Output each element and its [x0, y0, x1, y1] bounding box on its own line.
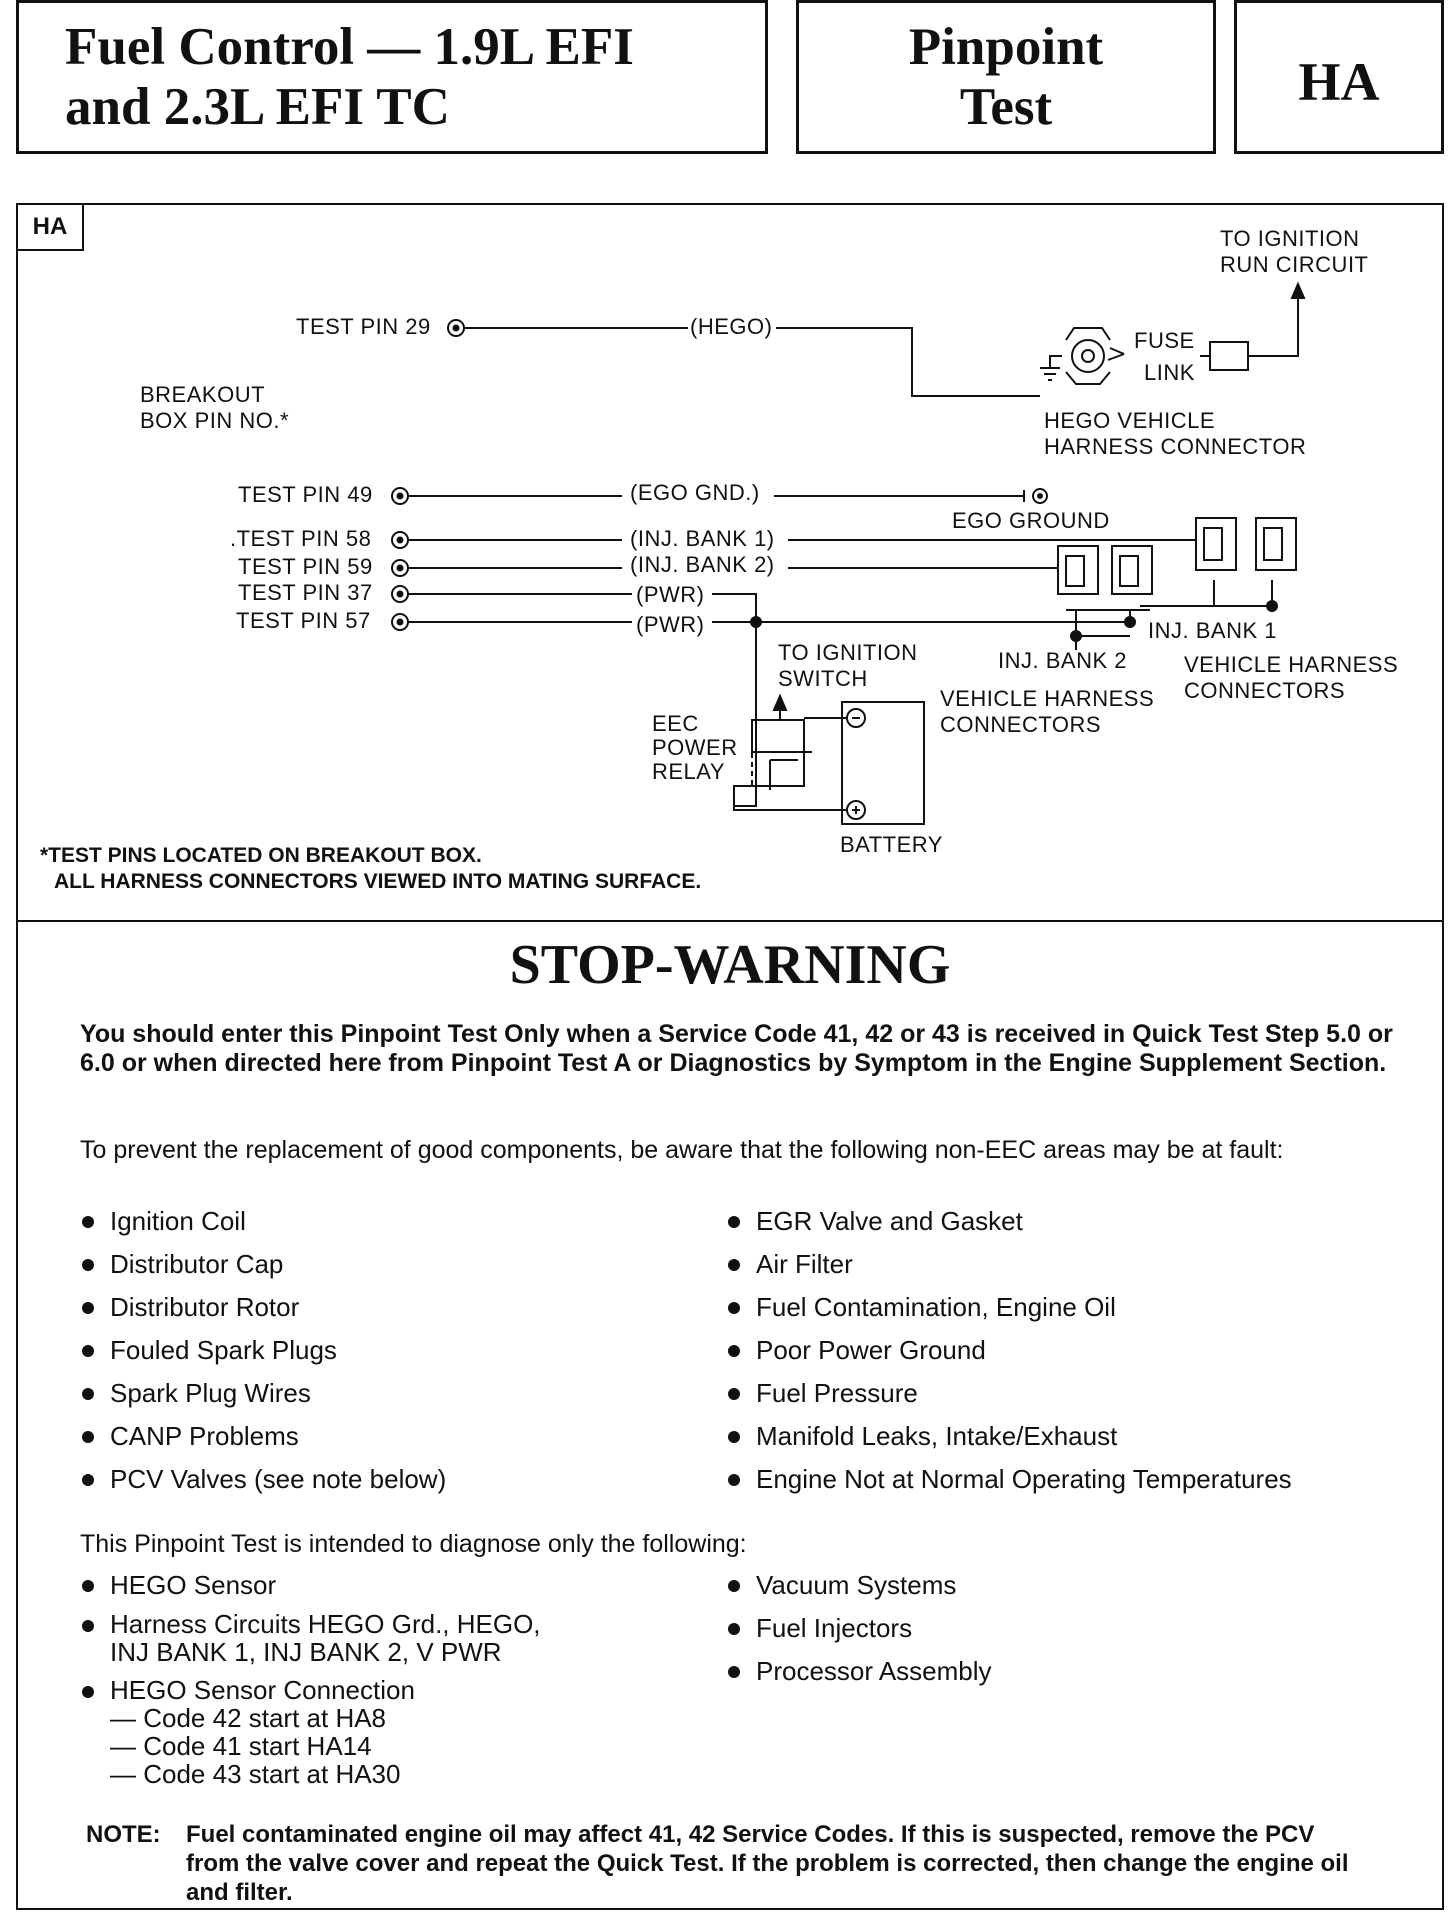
list-item: Fuel Pressure — [726, 1378, 1292, 1421]
ego-ground-label: EGO GROUND — [952, 508, 1110, 533]
list-item: EGR Valve and Gasket — [726, 1206, 1292, 1249]
list-item: Fuel Contamination, Engine Oil — [726, 1292, 1292, 1335]
test-pin-terminals — [391, 319, 465, 631]
inj-bank2-label: INJ. BANK 2 — [998, 648, 1127, 673]
diagram-tag: HA — [18, 205, 84, 251]
list-item-line: Harness Circuits HEGO Grd., HEGO, — [110, 1609, 541, 1639]
page-title: Fuel Control — 1.9L EFI and 2.3L EFI TC — [65, 17, 634, 137]
list-item: Engine Not at Normal Operating Temperatu… — [726, 1464, 1292, 1507]
main-frame — [16, 203, 1444, 1910]
prevent-intro-text: To prevent the replacement of good compo… — [80, 1136, 1284, 1164]
test-pin-59-label: TEST PIN 59 — [238, 554, 373, 579]
list-item: Fuel Injectors — [726, 1613, 992, 1656]
hego-circuit-label: (HEGO) — [690, 314, 773, 339]
list-item-subline: — Code 43 start at HA30 — [110, 1759, 401, 1789]
fuse-label: FUSE — [1134, 328, 1195, 353]
footnote-connectors: ALL HARNESS CONNECTORS VIEWED INTO MATIN… — [54, 870, 702, 893]
test-type: Pinpoint Test — [799, 17, 1213, 137]
non-eec-list-right: EGR Valve and Gasket Air Filter Fuel Con… — [726, 1206, 1292, 1507]
diagnose-list-right: Vacuum Systems Fuel Injectors Processor … — [726, 1570, 992, 1699]
list-item: Processor Assembly — [726, 1656, 992, 1699]
test-type-box: Pinpoint Test — [796, 0, 1216, 154]
list-item: PCV Valves (see note below) — [80, 1464, 446, 1507]
title-box: Fuel Control — 1.9L EFI and 2.3L EFI TC — [16, 0, 768, 154]
hego-wire — [464, 327, 1040, 397]
list-item-line: HEGO Sensor Connection — [110, 1675, 415, 1705]
list-item: Harness Circuits HEGO Grd., HEGO, INJ BA… — [80, 1610, 541, 1666]
non-eec-list-left: Ignition Coil Distributor Cap Distributo… — [80, 1206, 446, 1507]
test-code-box: HA — [1234, 0, 1444, 154]
hego-connector-symbol — [1040, 327, 1111, 385]
footnote-test-pins: *TEST PINS LOCATED ON BREAKOUT BOX. — [40, 844, 482, 867]
fuse-link-wire — [1107, 286, 1299, 371]
list-item: Manifold Leaks, Intake/Exhaust — [726, 1421, 1292, 1464]
test-pin-29-label: TEST PIN 29 — [296, 314, 431, 339]
list-item-subline: — Code 42 start at HA8 — [110, 1703, 387, 1733]
pwr-57-circuit-label: (PWR) — [636, 612, 705, 637]
list-item-line: INJ BANK 1, INJ BANK 2, V PWR — [110, 1637, 502, 1667]
list-item: Vacuum Systems — [726, 1570, 992, 1613]
list-item: Distributor Cap — [80, 1249, 446, 1292]
pwr-37-circuit-label: (PWR) — [636, 582, 705, 607]
list-item: HEGO Sensor Connection — Code 42 start a… — [80, 1676, 541, 1788]
test-type-line-1: Pinpoint — [908, 18, 1104, 76]
list-item: Spark Plug Wires — [80, 1378, 446, 1421]
wiring-diagram — [391, 281, 1306, 825]
list-item: HEGO Sensor — [80, 1570, 541, 1600]
link-label: LINK — [1144, 360, 1195, 385]
diagnose-intro-text: This Pinpoint Test is intended to diagno… — [80, 1530, 747, 1558]
list-item: CANP Problems — [80, 1421, 446, 1464]
test-pin-58-label: .TEST PIN 58 — [230, 526, 372, 551]
test-pin-49-label: TEST PIN 49 — [238, 482, 373, 507]
inj-bank1-circuit-label: (INJ. BANK 1) — [630, 526, 775, 551]
test-pin-37-label: TEST PIN 37 — [238, 580, 373, 605]
list-item: Air Filter — [726, 1249, 1292, 1292]
entry-condition-text: You should enter this Pinpoint Test Only… — [80, 1020, 1393, 1077]
test-code: HA — [1298, 52, 1380, 112]
stop-warning-title: STOP-WARNING — [509, 934, 951, 996]
pwr-37-wire — [408, 593, 757, 622]
list-item: Fouled Spark Plugs — [80, 1335, 446, 1378]
inj-bank2-circuit-label: (INJ. BANK 2) — [630, 552, 775, 577]
test-type-line-2: Test — [959, 78, 1053, 136]
battery-label: BATTERY — [840, 832, 943, 857]
title-line-2: and 2.3L EFI TC — [65, 78, 450, 136]
section-divider — [16, 920, 1444, 922]
list-item-subline: — Code 41 start HA14 — [110, 1731, 372, 1761]
list-item: Distributor Rotor — [80, 1292, 446, 1335]
ego-gnd-circuit-label: (EGO GND.) — [630, 480, 760, 505]
inj-bank1-label: INJ. BANK 1 — [1148, 618, 1277, 643]
title-line-1: Fuel Control — 1.9L EFI — [65, 18, 634, 76]
list-item: Poor Power Ground — [726, 1335, 1292, 1378]
diagnose-list-left: HEGO Sensor Harness Circuits HEGO Grd., … — [80, 1570, 541, 1798]
battery-symbol — [841, 701, 925, 825]
test-pin-57-label: TEST PIN 57 — [236, 608, 371, 633]
list-item: Ignition Coil — [80, 1206, 446, 1249]
note-label: NOTE: — [86, 1821, 161, 1848]
eec-power-relay — [751, 719, 805, 787]
note-text: Fuel contaminated engine oil may affect … — [186, 1821, 1349, 1906]
